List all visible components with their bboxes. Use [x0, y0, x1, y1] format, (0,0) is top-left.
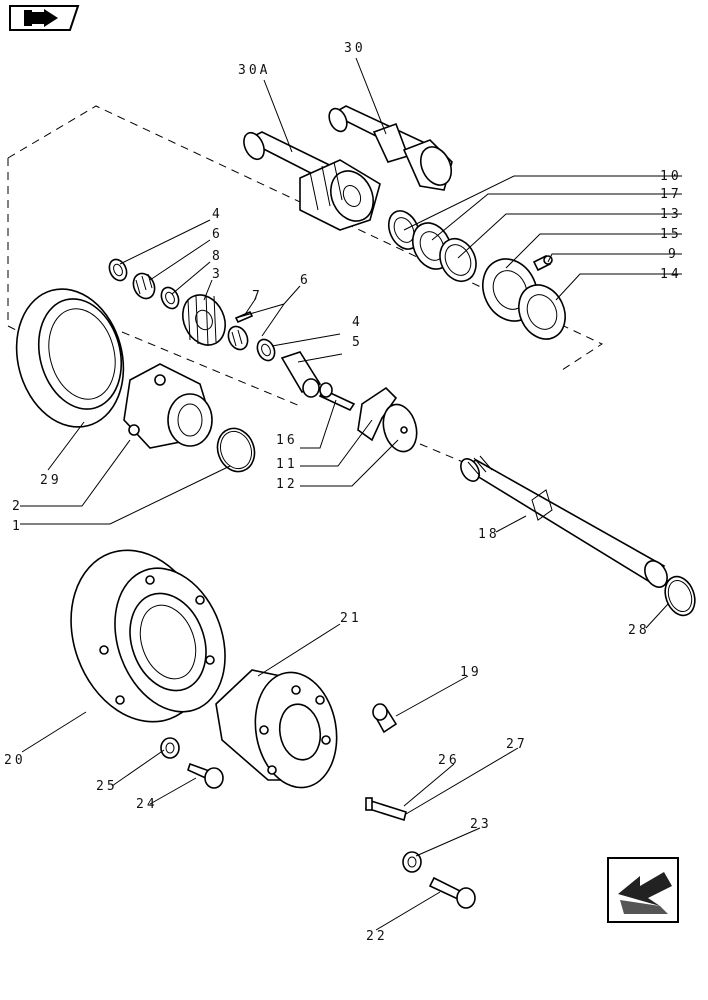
part-26-key: [365, 797, 407, 822]
callout-28: 28: [628, 623, 650, 638]
callout-30A: 30A: [238, 63, 270, 78]
callout-19: 19: [460, 665, 482, 680]
callout-23: 23: [470, 817, 492, 832]
part-4-washer-upper: [108, 258, 128, 282]
callout-27: 27: [506, 737, 528, 752]
part-3-planet-gear: [182, 293, 226, 347]
leader-lines: [20, 57, 682, 931]
part-14-seal: [518, 284, 566, 340]
callout-2: 2: [12, 499, 23, 514]
part-23-washer: [402, 851, 422, 873]
callout-21: 21: [340, 611, 362, 626]
callout-24: 24: [136, 797, 158, 812]
callout-17: 17: [660, 187, 682, 202]
callout-16: 16: [276, 433, 298, 448]
callout-7: 7: [252, 289, 263, 304]
part-9-grease-fitting: [532, 254, 553, 272]
part-29-ring-gear: [15, 288, 125, 428]
callout-30: 30: [344, 41, 366, 56]
part-20-hub-flange: [70, 549, 226, 723]
part-19-bushing: [372, 703, 398, 734]
callout-18: 18: [478, 527, 500, 542]
callout-9: 9: [668, 247, 679, 262]
part-18-axle-shaft: [460, 455, 668, 588]
callout-26: 26: [438, 753, 460, 768]
part-28-snap-ring: [664, 575, 696, 617]
callout-labels: 30A 30 10 17 13 15 9 14 4 6 8 3 7 6 4 5 …: [4, 41, 682, 944]
part-30A-shaft: [243, 131, 381, 231]
part-8-washer: [160, 286, 180, 310]
callout-10: 10: [660, 169, 682, 184]
callout-15: 15: [660, 227, 682, 242]
callout-22: 22: [366, 929, 388, 944]
callout-29: 29: [40, 473, 62, 488]
part-5-shaft-pin: [280, 351, 322, 398]
callout-6-lower: 6: [300, 273, 311, 288]
part-16-bolt: [318, 382, 356, 412]
callout-3: 3: [212, 267, 223, 282]
callout-13: 13: [660, 207, 682, 222]
callout-1: 1: [12, 519, 23, 534]
page-next-arrow-icon[interactable]: [607, 857, 679, 923]
callout-14: 14: [660, 267, 682, 282]
part-6-needle-bearing-2: [227, 325, 249, 351]
part-24-bolt: [187, 762, 224, 789]
part-12-disc: [382, 403, 418, 453]
callout-8: 8: [212, 249, 223, 264]
page-back-icon[interactable]: [9, 5, 80, 31]
callout-12: 12: [276, 477, 298, 492]
part-6-needle-bearing: [132, 272, 156, 300]
part-4-washer-lower: [256, 338, 276, 362]
part-21-wheel-hub: [215, 669, 338, 789]
callout-25: 25: [96, 779, 118, 794]
part-2-planet-carrier: [123, 363, 213, 449]
callout-6-upper: 6: [212, 227, 223, 242]
part-11-lever: [357, 386, 398, 442]
part-25-washer: [160, 737, 180, 759]
part-22-bolt: [428, 876, 476, 909]
callout-20: 20: [4, 753, 26, 768]
part-1-snap-ring: [216, 427, 256, 473]
callout-4-lower: 4: [352, 315, 363, 330]
callout-11: 11: [276, 457, 298, 472]
callout-4-upper: 4: [212, 207, 223, 222]
callout-5: 5: [352, 335, 363, 350]
